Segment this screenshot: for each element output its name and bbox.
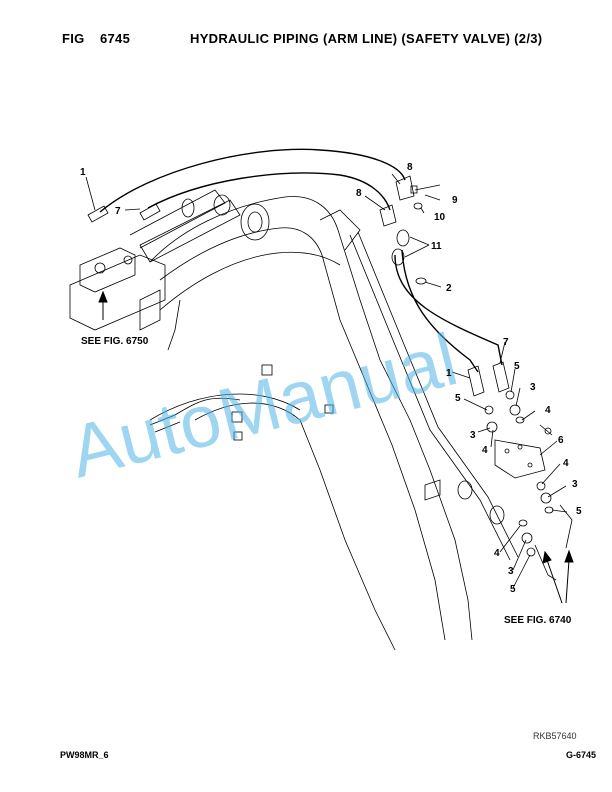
- callout-1-right: 1: [446, 368, 452, 379]
- arm-lower-edge: [194, 402, 396, 651]
- safety-valve: [494, 439, 546, 479]
- bracket: [69, 254, 166, 331]
- callout-5-lower: 5: [510, 584, 516, 595]
- callout-2: 2: [446, 283, 452, 294]
- clamp-8a: [395, 175, 415, 201]
- see-fig-6750-label: SEE FIG. 6750: [81, 336, 149, 347]
- footer-right: G-6745: [566, 750, 597, 760]
- callout-3-upper-right: 3: [530, 382, 536, 393]
- arm-body-outline: [149, 196, 473, 641]
- callout-3-mid-right: 3: [572, 479, 578, 490]
- callout-1-left: 1: [80, 167, 86, 178]
- drawing-code: RKB57640: [533, 731, 577, 741]
- cylinder-body: [139, 199, 241, 263]
- callout-4-mid-right: 4: [563, 458, 569, 469]
- hose-upper-2: [147, 172, 391, 211]
- callout-3-left: 3: [470, 430, 476, 441]
- hose-upper: [99, 148, 406, 213]
- callout-4-left: 4: [482, 445, 488, 456]
- callout-5-mid-right: 5: [576, 506, 582, 517]
- callout-5-upper-right: 5: [514, 361, 520, 372]
- boom-rod: [349, 234, 511, 561]
- callout-9: 9: [452, 195, 458, 206]
- callout-11: 11: [431, 241, 442, 252]
- arm-bottom-curve: [149, 393, 301, 421]
- hose-lower: [401, 249, 479, 373]
- callout-4-lower: 4: [494, 548, 500, 559]
- callout-3-lower: 3: [508, 566, 514, 577]
- callout-4-upper-right: 4: [545, 405, 551, 416]
- footer-left: PW98MR_6: [60, 750, 109, 760]
- callout-5-left: 5: [455, 393, 461, 404]
- figure-label: FIG: [62, 31, 85, 46]
- arm-cross-curve: [159, 251, 341, 311]
- callout-7-right: 7: [503, 337, 509, 348]
- callout-10: 10: [434, 212, 446, 223]
- arm-body-inner: [159, 227, 446, 641]
- callout-8-upper: 8: [407, 162, 413, 173]
- figure-number: 6745: [100, 31, 131, 46]
- callout-8-lower: 8: [356, 188, 362, 199]
- see-fig-6740-label: SEE FIG. 6740: [504, 615, 572, 626]
- callout-6: 6: [558, 435, 564, 446]
- figure-title: HYDRAULIC PIPING (ARM LINE) (SAFETY VALV…: [190, 31, 543, 46]
- hose-lower-2: [394, 254, 503, 366]
- callout-7-left: 7: [115, 206, 121, 217]
